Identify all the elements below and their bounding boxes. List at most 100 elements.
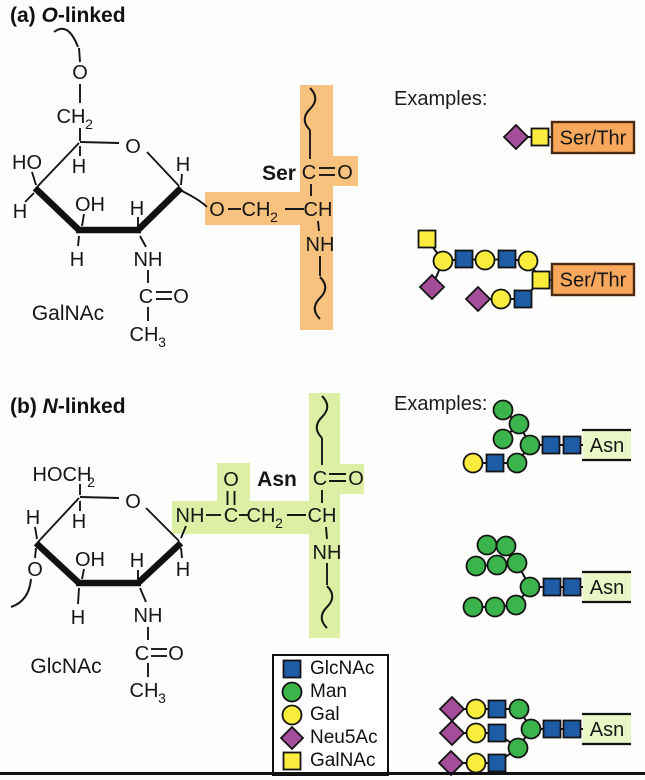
sugar-symbol-neu5ac (418, 273, 446, 301)
o-linked-atom-labels: O CH 2 HO H H O OH H H O CH 2 CH Ser C O… (12, 62, 353, 350)
examples-label-b: Examples: (394, 393, 488, 415)
sugar-symbol-gal (465, 722, 487, 744)
squiggle-bottom-ser (313, 276, 327, 320)
asn-band-notch (339, 464, 364, 494)
sugar-symbol-man (462, 596, 484, 618)
sugar-symbol-neu5ac (438, 719, 466, 747)
squiggle-bottom-asn (320, 585, 334, 629)
atom-label: H (13, 201, 27, 223)
gal-circle-icon (281, 704, 303, 726)
atom-label: O (348, 468, 364, 490)
atom-label: CH (130, 680, 159, 702)
atom-label: NH (134, 249, 163, 271)
o-example-1-box-border (550, 120, 636, 155)
sugar-symbol-man (486, 554, 508, 576)
sugar-symbol-glcnac (562, 435, 582, 455)
squiggle-top-asn (315, 395, 329, 439)
legend-label: GalNAc (310, 749, 376, 771)
atom-label: O (209, 199, 225, 221)
galnac-square-icon (282, 751, 302, 770)
n-example-3-residue-box (583, 714, 631, 744)
o-example-1-residue-box (552, 122, 634, 153)
section-b-italic: N (42, 395, 58, 418)
atom-sub: 2 (270, 209, 278, 225)
sugar-symbol-man (506, 452, 528, 474)
sugar-symbol-glcnac (485, 453, 505, 473)
sugar-symbol-gal (474, 249, 496, 271)
n-linked-atom-labels: HOCH 2 H H O O OH H NH H C O CH 2 CH Asn… (26, 464, 364, 706)
sugar-symbol-gal (465, 698, 487, 720)
atom-label: CH (304, 199, 333, 221)
sugar-symbol-glcnac (542, 719, 562, 739)
section-a-rest: -linked (57, 4, 126, 27)
n-example-3-residue-label: Asn (590, 719, 624, 741)
atom-label: H (176, 154, 190, 176)
atom-label: H (130, 198, 144, 220)
o-example-1-residue-label: Ser/Thr (560, 128, 627, 150)
sugar-symbol-man (519, 434, 541, 456)
sugar-symbol-man (465, 555, 487, 577)
galnac-ring-bonds (24, 27, 208, 321)
sugar-symbol-man (507, 737, 529, 759)
sugar-symbol-galnac (530, 127, 550, 147)
sugar-symbol-gal (490, 288, 512, 310)
squiggle-bottom-sugar (10, 578, 32, 608)
atom-label: H (70, 249, 84, 271)
atom-label: O (223, 469, 239, 491)
figure-bottom-rule (0, 772, 645, 775)
glcnac-ring-bonds (10, 484, 187, 677)
section-a-tag: (a) (10, 4, 36, 27)
sugar-symbol-neu5ac (464, 285, 492, 313)
atom-label: NH (313, 542, 342, 564)
sugar-name-glcnac: GlcNAc (30, 655, 101, 678)
sugar-symbol-glcnac (487, 699, 507, 719)
sugar-symbol-gal (432, 250, 454, 272)
section-a-italic: O (41, 4, 58, 27)
atom-sub: 2 (85, 116, 93, 132)
sugar-symbol-man (519, 576, 541, 598)
section-a-title: (a) O-linked (10, 4, 126, 28)
atom-sub: 2 (87, 474, 95, 490)
ser-backbone-bonds (228, 87, 335, 320)
legend-box: GlcNAc Man Gal Neu5Ac GalNAc (272, 654, 389, 776)
atom-label: HOCH (33, 464, 92, 486)
glcnac-square-icon (282, 659, 302, 679)
squiggle-top-sugar (53, 27, 79, 48)
asn-band-o-notch (217, 463, 250, 502)
sugar-symbol-glcnac (497, 249, 517, 269)
squiggle-top-ser (303, 87, 317, 131)
section-b-rest: -linked (57, 395, 126, 418)
sugar-symbol-man (492, 428, 514, 450)
atom-label: H (72, 511, 86, 533)
sugar-symbol-man (495, 535, 517, 557)
sugar-symbol-glcnac (487, 753, 507, 773)
glycan-n-example-3: Asn (437, 695, 631, 777)
atom-label: O (125, 136, 141, 158)
atom-label: OH (75, 194, 105, 216)
legend-label: Man (310, 681, 347, 703)
glycan-o-example-1: Ser/Thr (502, 120, 636, 155)
legend-item-man: Man (280, 681, 387, 703)
section-b-tag: (b) (10, 395, 37, 418)
atom-label: CH (247, 505, 276, 527)
examples-label-a: Examples: (394, 88, 488, 110)
legend-label: GlcNAc (310, 658, 375, 680)
sugar-symbol-galnac (417, 229, 437, 249)
atom-label: CH (57, 106, 86, 128)
sugar-symbol-glcnac (541, 435, 561, 455)
legend-item-glcnac: GlcNAc (280, 658, 387, 680)
sugar-symbol-man (508, 413, 530, 435)
n-example-1-residue-box (583, 430, 631, 460)
legend-label: Neu5Ac (310, 726, 378, 748)
sugar-symbol-glcnac (487, 723, 507, 743)
legend-item-gal: Gal (280, 704, 387, 726)
ser-band-notch (333, 156, 358, 186)
atom-label: C (135, 643, 149, 665)
glycan-n-example-2: Asn (462, 534, 631, 618)
sugar-symbol-man (508, 698, 530, 720)
atom-label: O (173, 286, 189, 308)
atom-label: NH (306, 234, 335, 256)
sugar-symbol-neu5ac (438, 695, 466, 723)
atom-label: H (176, 559, 190, 581)
